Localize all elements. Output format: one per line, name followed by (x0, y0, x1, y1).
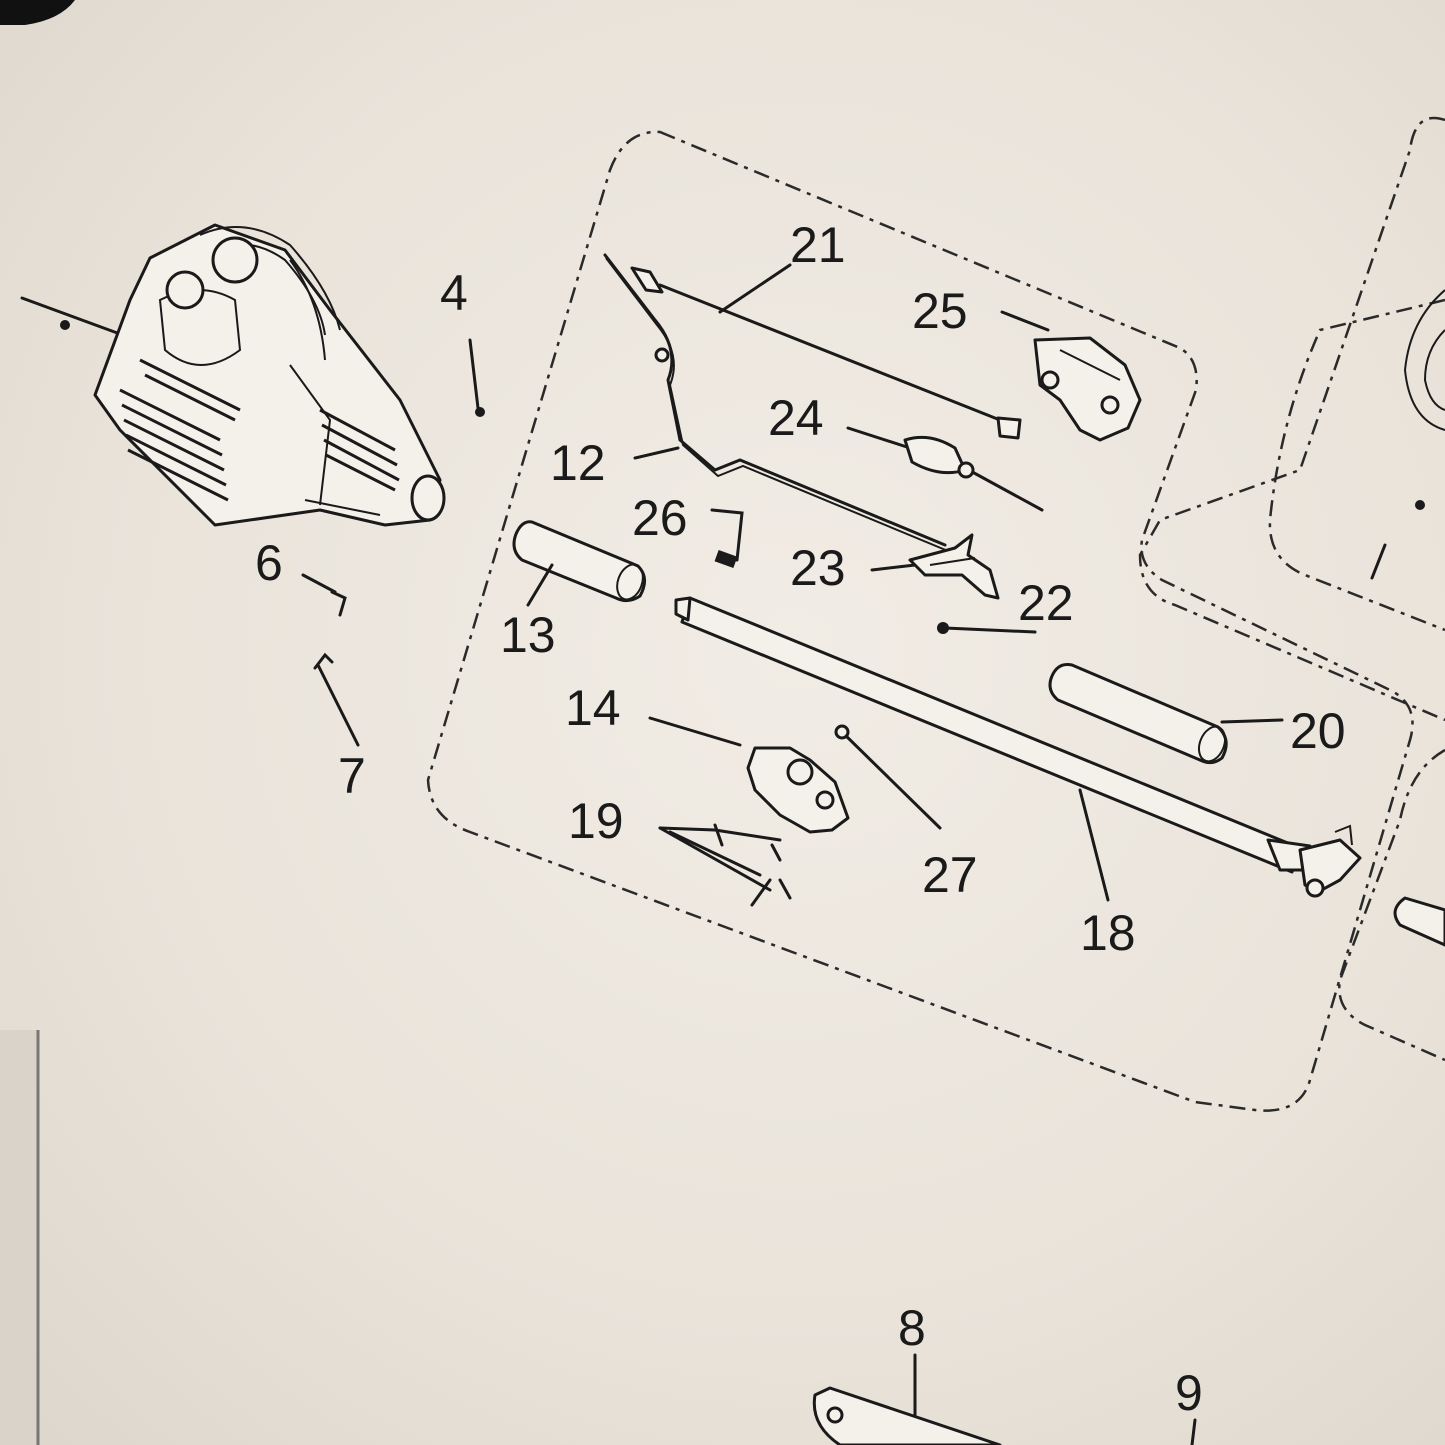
label-part-13: 13 (500, 607, 556, 663)
part-22-pin (937, 622, 949, 634)
part-26-leader (710, 508, 744, 562)
label-part-12: 12 (550, 435, 606, 491)
label-part-7: 7 (338, 748, 366, 804)
part-13-tube (512, 520, 646, 607)
engine-housing (20, 223, 446, 527)
part-22-leader (943, 626, 1037, 634)
part-18-shaft (674, 596, 1362, 902)
label-part-4: 4 (440, 265, 468, 321)
part-6-screw (330, 590, 347, 617)
label-part-20: 20 (1290, 703, 1346, 759)
part-6-leader (301, 573, 337, 594)
label-part-9: 9 (1175, 1365, 1203, 1421)
label-part-27: 27 (922, 847, 978, 903)
label-part-26: 26 (632, 490, 688, 546)
corner-shadow (0, 0, 75, 25)
label-part-6: 6 (255, 535, 283, 591)
part-12-cable (603, 253, 949, 552)
part-21-throttle-rod (630, 263, 1022, 440)
part-23-trigger (870, 533, 1000, 600)
part-27-bolt (840, 730, 942, 830)
part-24-grip (846, 426, 1044, 512)
left-edge (0, 1030, 38, 1445)
label-part-21: 21 (790, 217, 846, 273)
part-14-clamp (648, 716, 850, 834)
part-19-screws (658, 823, 792, 907)
label-part-25: 25 (912, 283, 968, 339)
part-20-sleeve (1048, 663, 1284, 765)
part-25-handle-bracket (1000, 310, 1142, 442)
part-7-screw (313, 652, 334, 670)
label-part-14: 14 (565, 680, 621, 736)
part-7-leader (316, 663, 360, 747)
label-part-23: 23 (790, 540, 846, 596)
part-4-pin (475, 407, 485, 417)
partial-right-parts (1370, 289, 1445, 947)
group-outline (426, 130, 1414, 1112)
label-part-24: 24 (768, 390, 824, 446)
label-part-8: 8 (898, 1300, 926, 1356)
part-26-key (714, 549, 738, 569)
part-4-leader (468, 338, 480, 410)
partial-bottom-parts (812, 1353, 1197, 1445)
label-part-18: 18 (1080, 905, 1136, 961)
label-part-22: 22 (1018, 575, 1074, 631)
label-part-19: 19 (568, 793, 624, 849)
